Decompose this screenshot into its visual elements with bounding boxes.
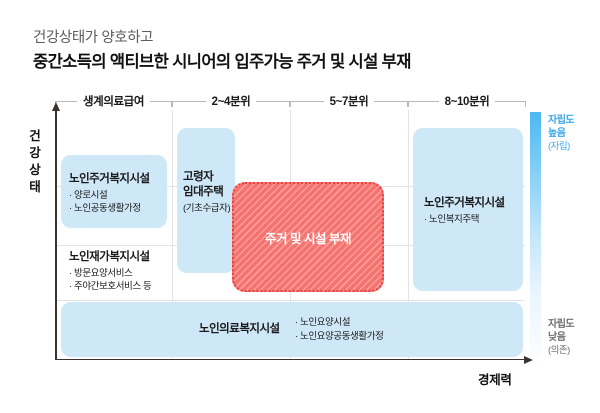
legend-high-independence: 자립도 높음 (자립) <box>548 114 600 153</box>
legend-label-line3: (자립) <box>548 141 570 152</box>
column-header-label: 5~7분위 <box>329 96 369 108</box>
column-header-label: 8~10분위 <box>444 96 490 108</box>
box-title-elderly-medical-welfare: 노인의료복지시설 <box>199 323 280 335</box>
x-axis-title: 경제력 <box>478 373 512 387</box>
box-item: · 노인요양공동생활가정 <box>295 331 384 342</box>
header-rule-left <box>408 100 439 107</box>
header-rule-right <box>374 100 409 107</box>
header-rule-left <box>290 100 324 107</box>
legend-label-line1: 자립도 <box>548 115 575 126</box>
column-header-quintile-8-10: 8~10분위 <box>408 92 527 110</box>
page-title: 중간소득의 액티브한 시니어의 입주가능 주거 및 시설 부재 <box>33 53 411 71</box>
legend-label-line2: 낮음 <box>548 332 566 343</box>
header-rule-left <box>172 100 206 107</box>
gridline-horizontal <box>55 300 525 301</box>
column-header-quintile-5-7: 5~7분위 <box>290 92 409 110</box>
box-item: · 주야간보호서비스 등 <box>69 281 152 292</box>
column-header-label: 생계의료급여 <box>82 96 145 108</box>
legend-label-line1: 자립도 <box>548 319 575 330</box>
box-item: · 방문요양서비스 <box>69 268 133 279</box>
column-header-label: 2~4분위 <box>211 96 251 108</box>
y-axis-line <box>51 102 60 360</box>
gap-callout-box[interactable]: 주거 및 시설 부재 <box>232 182 384 292</box>
header-rule-right <box>256 100 291 107</box>
column-header-basic-livelihood: 생계의료급여 <box>55 92 172 110</box>
box-item: · 노인요양시설 <box>295 317 351 328</box>
box-item: · 노인복지주택 <box>424 214 480 225</box>
box-elderly-medical-welfare[interactable] <box>61 302 523 357</box>
column-header-quintile-2-4: 2~4분위 <box>172 92 291 110</box>
x-axis-line <box>55 356 533 364</box>
header-rule-right <box>150 100 172 107</box>
box-item: · 양로시설 <box>69 190 108 201</box>
independence-gradient-bar <box>530 112 541 358</box>
box-title-elderly-home-care-welfare: 노인재가복지시설 <box>69 251 150 263</box>
box-item: · 노인공동생활가정 <box>69 203 141 214</box>
y-axis-title: 건강상태 <box>29 129 41 194</box>
y-axis-arrow-icon <box>51 102 60 111</box>
gridline-vertical <box>408 110 409 360</box>
legend-low-independence: 자립도 낮음 (의존) <box>548 318 600 357</box>
box-title-senior-rental-housing-line1: 고령자 <box>183 171 214 183</box>
box-senior-rental-housing[interactable] <box>177 128 235 273</box>
header-rule-right <box>495 100 527 107</box>
box-elderly-housing-welfare-high-income[interactable] <box>413 128 523 291</box>
box-title-elderly-housing-welfare-high-income: 노인주거복지시설 <box>424 197 505 209</box>
box-title-elderly-housing-welfare-low-income: 노인주거복지시설 <box>69 173 150 185</box>
x-axis-arrow-icon <box>524 356 533 364</box>
box-elderly-housing-welfare-low-income[interactable] <box>61 155 167 228</box>
box-note-senior-rental-housing: (기초수급자) <box>183 203 231 214</box>
box-title-senior-rental-housing-line2: 임대주택 <box>183 186 224 198</box>
legend-label-line3: (의존) <box>548 345 570 356</box>
gap-callout-label: 주거 및 시설 부재 <box>265 231 351 246</box>
subtitle: 건강상태가 양호하고 <box>33 30 154 46</box>
plot-area: 노인주거복지시설 · 양로시설 · 노인공동생활가정 고령자 임대주택 (기초수… <box>51 102 533 364</box>
legend-label-line2: 높음 <box>548 128 566 139</box>
gridline-vertical <box>172 110 173 360</box>
